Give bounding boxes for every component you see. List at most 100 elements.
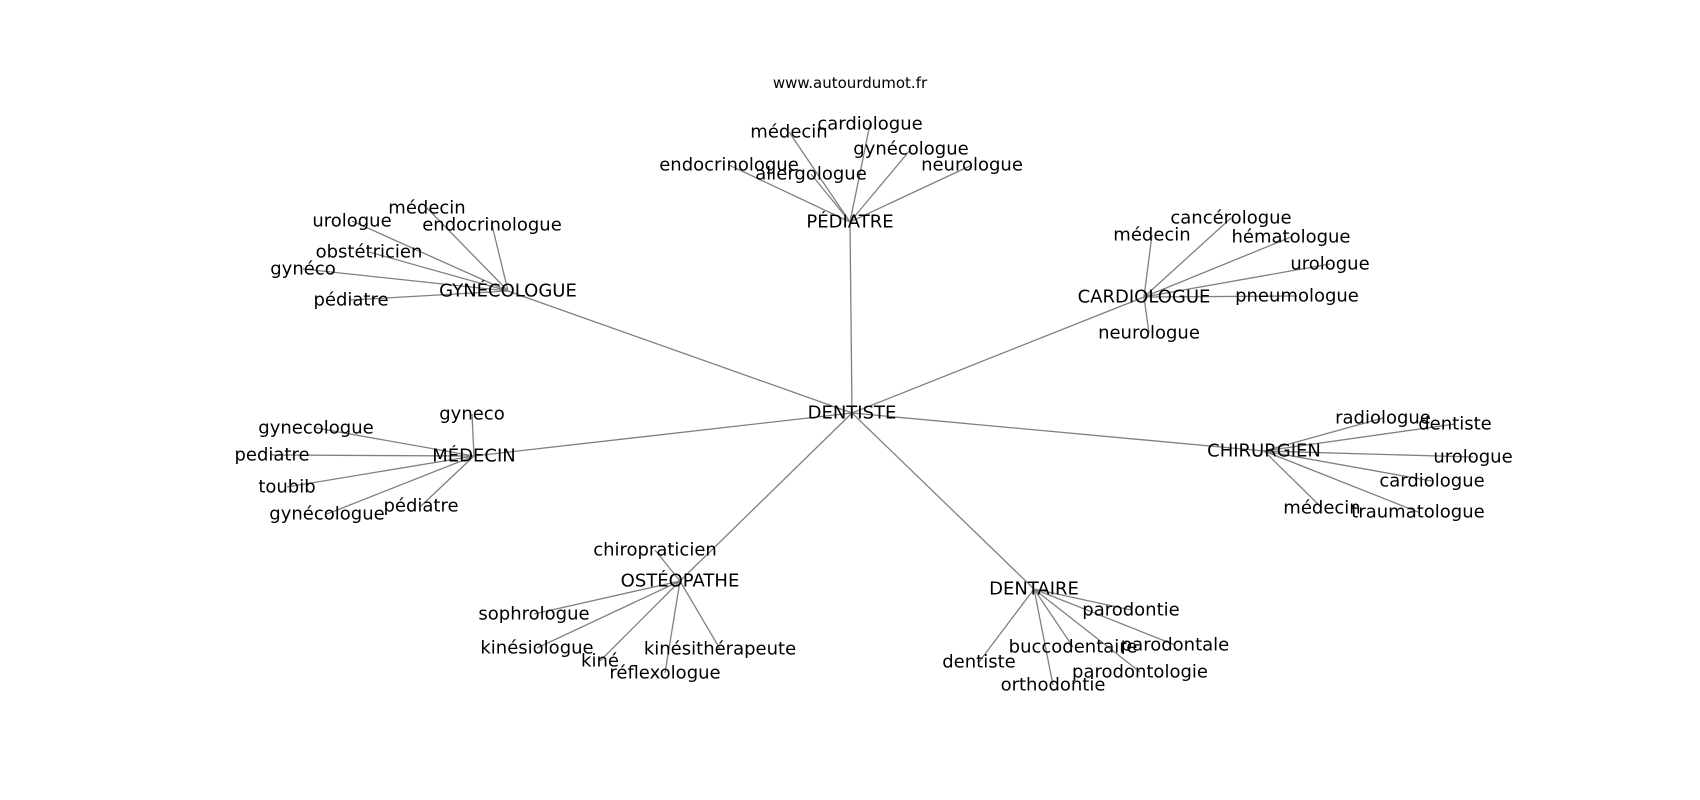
node-cardiologue-hub: CARDIOLOGUE [1078,287,1211,308]
edge-medecin-hub-m-pediatre2 [420,455,475,507]
node-o-kine: kiné [581,651,619,672]
node-ch-traumatologue: traumatologue [1351,502,1484,523]
edge-dentiste-root-gynecologue-hub [507,290,853,414]
edge-dentaire-hub-d-parodontologie [1033,588,1141,673]
node-g-gyneco: gynéco [270,259,335,280]
edge-dentiste-root-cardiologue-hub [851,296,1145,414]
edge-osteopathe-hub-o-sophrologue [533,580,681,615]
node-dentaire-hub: DENTAIRE [989,579,1079,600]
node-m-pediatre2: pédiatre [383,496,458,517]
edge-gynecologue-hub-g-urologue [351,220,509,292]
node-g-pediatre: pédiatre [313,290,388,311]
node-c-hematologue: hématologue [1231,227,1350,248]
edge-osteopathe-hub-o-reflexologue [664,580,681,674]
edge-cardiologue-hub-c-pneumologue [1143,295,1298,298]
edge-pediatre-hub-p-gynecologue [849,148,912,223]
edge-osteopathe-hub-o-kinesitherapeute [679,580,721,650]
node-o-sophrologue: sophrologue [478,604,589,625]
node-g-medecin: médecin [388,198,465,219]
node-gynecologue-hub: GYNÉCOLOGUE [439,280,577,302]
node-d-dentiste: dentiste [942,652,1015,673]
node-ch-cardiologue: cardiologue [1379,471,1484,492]
node-p-cardiologue: cardiologue [817,114,922,135]
node-p-neurologue: neurologue [921,155,1023,176]
edge-dentiste-root-medecin-hub [473,412,853,457]
node-d-parodontale: parodontale [1121,635,1229,656]
edge-dentiste-root-chirurgien-hub [851,412,1265,452]
node-chirurgien-hub: CHIRURGIEN [1207,441,1321,462]
graph-edges [271,123,1474,686]
node-d-orthodontie: orthodontie [1001,675,1106,696]
edge-gynecologue-hub-g-gyneco [302,268,509,292]
edge-medecin-hub-m-toubib [286,455,475,488]
node-m-gynecologue: gynecologue [258,418,373,439]
edge-osteopathe-hub-o-kinesiologue [536,580,681,649]
edge-chirurgien-hub-ch-medecin [1263,450,1323,509]
node-o-kinesitherapeute: kinésithérapeute [644,639,796,660]
node-ch-radiologue: radiologue [1335,408,1431,429]
node-o-kinesiologue: kinésiologue [480,638,593,659]
edge-gynecologue-hub-g-obstetricien [368,251,509,292]
edge-dentaire-hub-d-buccodentaire [1033,588,1074,648]
node-c-neurologue: neurologue [1098,323,1200,344]
edge-cardiologue-hub-c-urologue [1143,263,1331,298]
node-d-parodontie: parodontie [1082,600,1179,621]
edge-gynecologue-hub-g-endocrinologue [491,224,509,292]
edge-dentaire-hub-d-orthodontie [1033,588,1054,686]
edge-gynecologue-hub-g-medecin [426,207,509,292]
edge-dentaire-hub-d-dentiste [978,588,1035,663]
node-g-urologue: urologue [312,211,391,232]
node-c-pneumologue: pneumologue [1235,286,1359,307]
node-pediatre-hub: PÉDIATRE [806,211,893,233]
edge-osteopathe-hub-o-chiropraticien [654,549,681,582]
edge-cardiologue-hub-c-hematologue [1143,236,1292,298]
edge-cardiologue-hub-c-neurologue [1143,296,1150,334]
edge-chirurgien-hub-ch-dentiste [1263,423,1456,452]
node-osteopathe-hub: OSTÉOPATHE [621,570,740,592]
node-c-urologue: urologue [1290,254,1369,275]
edge-dentaire-hub-d-parodontale [1033,588,1176,646]
edge-dentiste-root-osteopathe-hub [679,412,853,582]
node-ch-medecin: médecin [1283,498,1360,519]
edge-medecin-hub-m-gynecologue2 [326,455,475,515]
edge-chirurgien-hub-ch-urologue [1263,450,1474,458]
node-o-reflexologue: réflexologue [609,663,720,684]
edge-chirurgien-hub-ch-cardiologue [1263,450,1433,482]
edge-medecin-hub-m-gynecologue [315,427,475,457]
node-d-parodontologie: parodontologie [1072,662,1208,683]
edge-cardiologue-hub-c-medecin [1143,234,1153,298]
node-p-gynecologue: gynécologue [853,139,968,160]
edge-medecin-hub-m-pediatre [271,454,475,457]
edge-gynecologue-hub-g-pediatre [350,290,509,301]
edge-cardiologue-hub-c-cancerologue [1143,217,1232,298]
edge-pediatre-hub-p-cardiologue [849,123,871,223]
edge-medecin-hub-m-gyneco [471,413,475,457]
edge-pediatre-hub-p-neurologue [849,164,973,223]
node-p-medecin: médecin [750,122,827,143]
node-p-allergologue: allergologue [755,164,867,185]
node-c-cancerologue: cancérologue [1170,208,1291,229]
node-g-endocrinologue: endocrinologue [422,215,562,236]
edge-dentaire-hub-d-parodontie [1033,588,1132,611]
node-dentiste-root: DENTISTE [808,403,897,424]
edge-chirurgien-hub-ch-traumatologue [1263,450,1419,513]
edge-osteopathe-hub-o-kine [599,580,681,662]
node-ch-urologue: urologue [1433,447,1512,468]
edge-dentiste-root-dentaire-hub [851,412,1035,590]
edge-dentiste-root-pediatre-hub [849,221,853,414]
edge-pediatre-hub-p-allergologue [810,173,851,223]
node-m-pediatre: pediatre [234,445,309,466]
edge-chirurgien-hub-ch-radiologue [1263,417,1384,452]
node-m-gyneco: gyneco [439,404,504,425]
node-p-endocrinologue: endocrinologue [659,155,799,176]
node-m-toubib: toubib [258,477,315,498]
source-watermark: www.autourdumot.fr [773,74,928,92]
node-o-chiropraticien: chiropraticien [593,540,717,561]
edge-pediatre-hub-p-medecin [788,131,851,223]
node-m-gynecologue2: gynécologue [269,504,384,525]
node-g-obstetricien: obstétricien [316,242,423,263]
node-d-buccodentaire: buccodentaire [1009,637,1138,658]
node-ch-dentiste: dentiste [1418,414,1491,435]
